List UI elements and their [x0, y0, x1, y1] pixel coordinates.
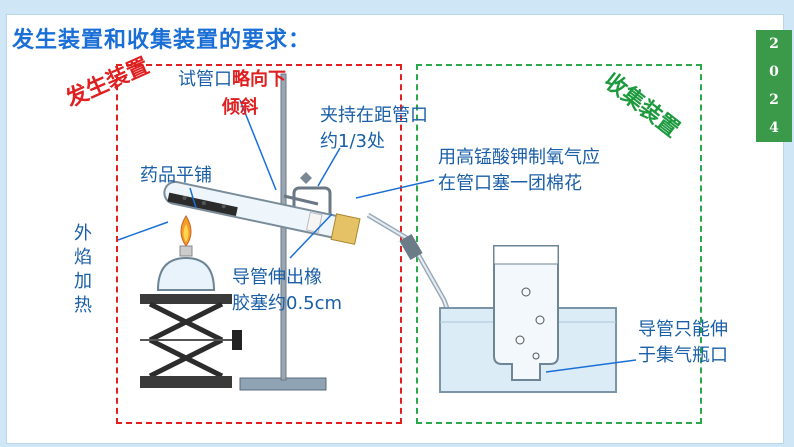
alcohol-lamp — [158, 258, 214, 290]
clamp-label-line2: 约1/3处 — [320, 130, 385, 154]
conduit-bottle-line1: 导管只能伸 — [638, 318, 728, 342]
kmno4-label-line2: 在管口塞一团棉花 — [438, 172, 582, 196]
drug-flat-label: 药品平铺 — [140, 164, 212, 188]
jack-knob — [232, 330, 242, 350]
kmno4-label-line1: 用高锰酸钾制氧气应 — [438, 146, 600, 170]
tube-tilt-label: 倾斜 — [222, 96, 258, 120]
conduit-stopper-line1: 导管伸出橡 — [232, 266, 322, 290]
tube-mouth-emphasis: 略向下 — [232, 69, 286, 90]
outer-flame-label: 外 焰 加 热 — [74, 222, 92, 318]
outer-flame-char: 加 — [74, 270, 92, 294]
gas-bottle — [494, 246, 558, 380]
outer-flame-char: 焰 — [74, 246, 92, 270]
conduit-bottle-line2: 于集气瓶口 — [638, 344, 728, 368]
tube-mouth-label: 试管口略向下 — [178, 68, 286, 92]
wing-nut — [300, 172, 312, 184]
conduit-stopper-line2: 胶塞约0.5cm — [232, 292, 342, 316]
lab-jack-base — [140, 376, 232, 388]
outer-flame-char: 外 — [74, 222, 92, 246]
lab-jack-top — [140, 294, 232, 304]
tube-mouth-text: 试管口 — [178, 69, 232, 90]
clamp-label-line1: 夹持在距管口 — [320, 104, 428, 128]
outer-flame-char: 热 — [74, 294, 92, 318]
